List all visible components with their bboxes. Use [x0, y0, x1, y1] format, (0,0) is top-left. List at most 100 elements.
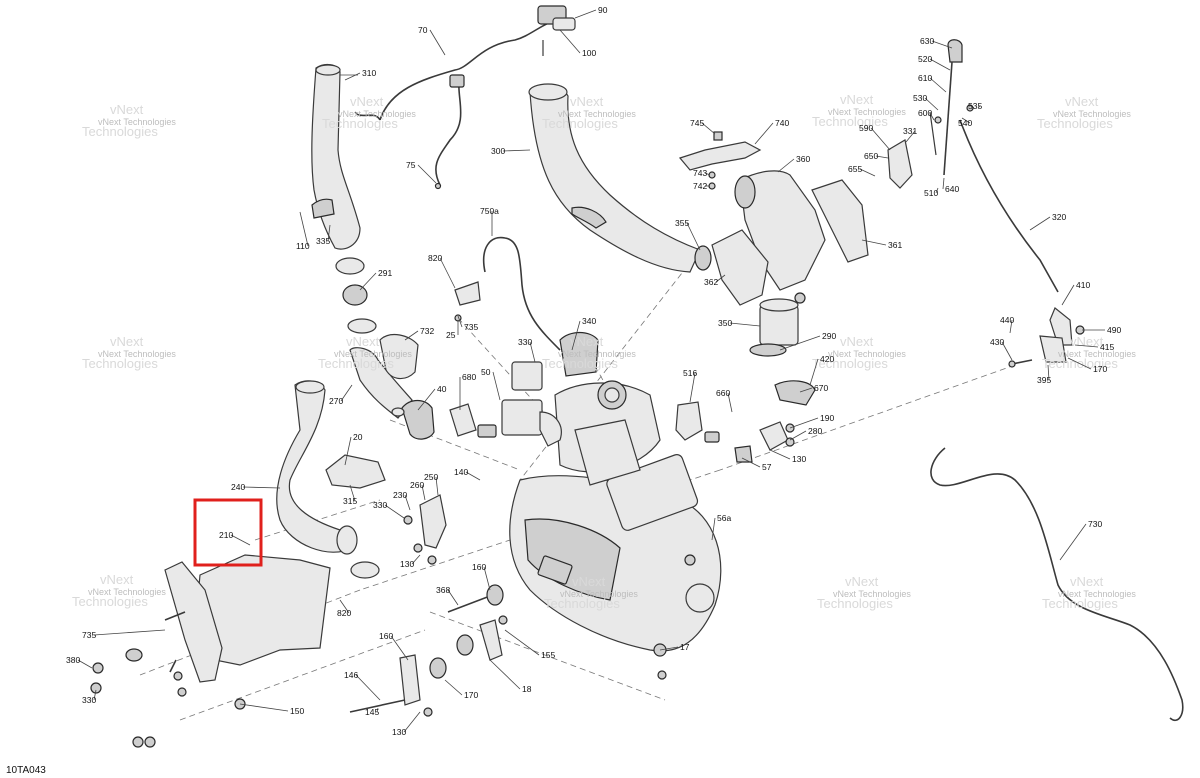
callout-590: 590	[859, 123, 873, 133]
callout-170: 170	[1093, 364, 1107, 374]
callout-leader	[447, 589, 459, 606]
watermark-line2: Technologies	[542, 356, 618, 371]
callout-leader	[344, 436, 352, 466]
callout-670: 670	[814, 383, 828, 393]
watermark-line2: Technologies	[318, 356, 394, 371]
callout-leader	[404, 494, 411, 511]
callout-270: 270	[329, 396, 343, 406]
callout-leader	[875, 155, 889, 159]
callout-75: 75	[406, 160, 416, 170]
hose-750a	[483, 236, 561, 351]
callout-415: 415	[1100, 342, 1114, 352]
callout-18: 18	[522, 684, 532, 694]
callout-368: 368	[436, 585, 450, 595]
callout-291: 291	[378, 268, 392, 278]
callout-leader	[465, 471, 481, 481]
watermark-full: vNext Technologies	[98, 117, 176, 127]
callout-leader	[741, 457, 761, 468]
callout-160: 160	[472, 562, 486, 572]
callout-340: 340	[582, 316, 596, 326]
callout-430: 430	[990, 337, 1004, 347]
callout-leader	[1029, 216, 1051, 231]
callout-leader	[870, 127, 891, 151]
callout-leader	[504, 629, 540, 656]
watermark-line2: Technologies	[812, 114, 888, 129]
callout-leader	[384, 504, 405, 519]
callout-leader	[905, 130, 916, 143]
callout-170: 170	[464, 690, 478, 700]
watermark-full: vNext Technologies	[828, 349, 906, 359]
bracket-732	[454, 281, 481, 322]
callout-leader	[359, 272, 377, 291]
callout-57: 57	[762, 462, 772, 472]
callout-155: 155	[541, 650, 555, 660]
callout-leader	[861, 239, 887, 246]
watermark-line1: vNext	[1070, 574, 1104, 589]
callout-leader	[435, 476, 439, 496]
callout-490: 490	[1107, 325, 1121, 335]
callout-655: 655	[848, 164, 862, 174]
callout-743: 743	[693, 168, 707, 178]
callout-leader	[444, 679, 463, 696]
callout-90: 90	[598, 5, 608, 15]
callout-146: 146	[344, 670, 358, 680]
callout-331: 331	[903, 126, 917, 136]
callout-leader	[961, 117, 971, 124]
watermark-line1: vNext	[840, 92, 874, 107]
callout-740: 740	[775, 118, 789, 128]
callout-leader	[429, 29, 446, 56]
bracket-280	[325, 454, 386, 489]
callout-leader	[715, 274, 726, 283]
callout-300: 300	[491, 146, 505, 156]
callout-335: 335	[316, 236, 330, 246]
engine-assembly	[509, 331, 722, 680]
callout-leader	[929, 58, 951, 71]
callout-leader	[779, 335, 821, 351]
callout-leader	[1059, 523, 1087, 561]
callout-40: 40	[437, 384, 447, 394]
callout-leader	[340, 384, 353, 402]
watermark-full: vNext Technologies	[828, 107, 906, 117]
callout-leader	[239, 703, 289, 712]
watermark-line2: Technologies	[322, 116, 398, 131]
callout-leader	[574, 9, 597, 19]
callout-530: 530	[913, 93, 927, 103]
watermark-full: vNext Technologies	[560, 589, 638, 599]
callout-610: 610	[918, 73, 932, 83]
tube-315	[276, 380, 380, 579]
callout-leader	[711, 517, 716, 541]
callout-380: 380	[66, 655, 80, 665]
watermark-full: vNext Technologies	[1053, 109, 1131, 119]
callout-leader	[727, 392, 733, 413]
callout-750a: 750a	[480, 206, 499, 216]
callout-leader	[327, 224, 331, 242]
callout-leader	[1067, 357, 1092, 370]
callout-680: 680	[462, 372, 476, 382]
callout-leader	[1009, 319, 1013, 334]
callout-leader	[704, 172, 711, 176]
callout-745: 745	[690, 118, 704, 128]
watermark-full: vNext Technologies	[1058, 349, 1136, 359]
callout-leader	[403, 711, 421, 733]
callout-leader	[411, 554, 421, 565]
engine-mounts	[403, 494, 447, 565]
callout-leader	[924, 97, 939, 111]
callout-410: 410	[1076, 280, 1090, 290]
callout-630: 630	[920, 36, 934, 46]
callout-130: 130	[792, 454, 806, 464]
watermark-full: vNext Technologies	[558, 109, 636, 119]
watermark-full: vNext Technologies	[833, 589, 911, 599]
watermark-line2: Technologies	[542, 116, 618, 131]
watermark-line1: vNext	[346, 334, 380, 349]
watermark-line2: Technologies	[82, 356, 158, 371]
callout-50: 50	[481, 367, 491, 377]
